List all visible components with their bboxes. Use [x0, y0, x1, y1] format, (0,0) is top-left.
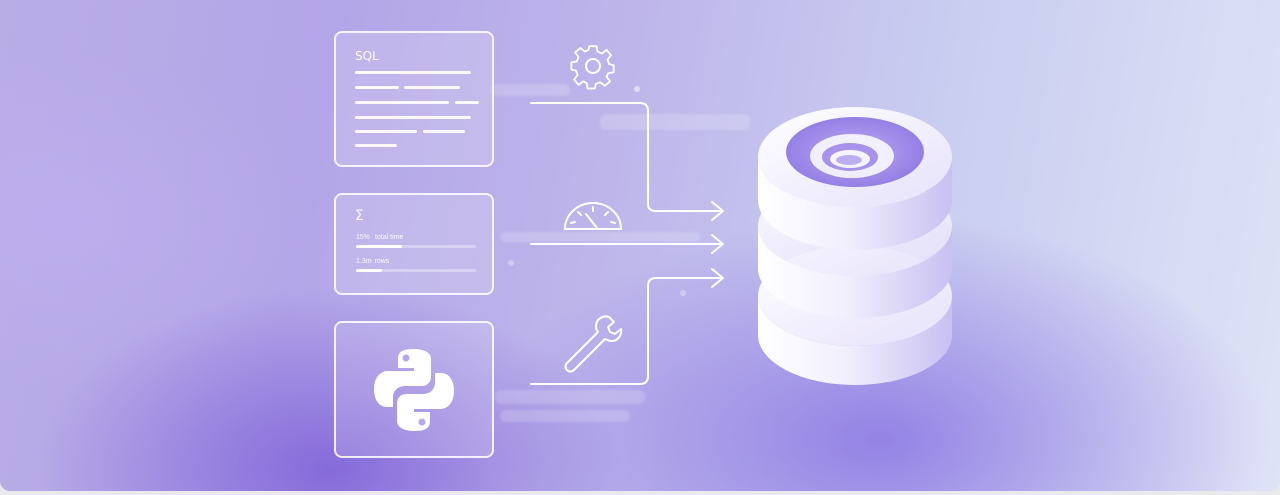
- arrow-right-icon: [711, 201, 724, 221]
- code-line: [355, 86, 399, 89]
- stats-card: Σ 15% total time 1.3m rows: [334, 193, 494, 295]
- sql-card: SQL: [334, 31, 494, 167]
- decorative-streak: [500, 232, 700, 242]
- wrench-icon: [564, 315, 623, 373]
- connector-line: [530, 102, 723, 212]
- decorative-streak: [600, 114, 750, 130]
- speedometer-icon: [563, 202, 623, 230]
- stat-progress-track: [356, 245, 476, 248]
- code-line: [423, 130, 465, 133]
- stat-progress-fill: [356, 245, 402, 248]
- code-line: [355, 144, 397, 147]
- code-line: [355, 71, 471, 74]
- stat-label: 1.3m rows: [356, 258, 389, 265]
- decorative-streak: [495, 390, 645, 404]
- sigma-icon: Σ: [355, 208, 364, 224]
- database-icon: [758, 107, 952, 385]
- arrow-right-icon: [711, 234, 724, 254]
- decorative-streak: [500, 410, 630, 422]
- gear-icon: [570, 45, 615, 90]
- python-logo-icon: [374, 349, 454, 431]
- code-line: [455, 101, 479, 104]
- arrow-right-icon: [711, 268, 724, 288]
- code-line: [355, 130, 417, 133]
- connector-line: [530, 277, 723, 385]
- stat-text: rows: [374, 258, 390, 265]
- sql-label: SQL: [355, 49, 379, 63]
- python-card: [334, 321, 494, 458]
- code-line: [404, 86, 460, 89]
- stat-value: 1.3m: [356, 258, 372, 265]
- stat-progress-fill: [356, 269, 383, 272]
- code-line: [355, 116, 471, 119]
- stat-text: total time: [374, 234, 404, 241]
- stat-label: 15% total time: [356, 234, 403, 241]
- stat-value: 15%: [356, 234, 371, 241]
- stat-progress-track: [356, 269, 476, 272]
- code-line: [355, 101, 449, 104]
- decorative-streak: [490, 84, 570, 96]
